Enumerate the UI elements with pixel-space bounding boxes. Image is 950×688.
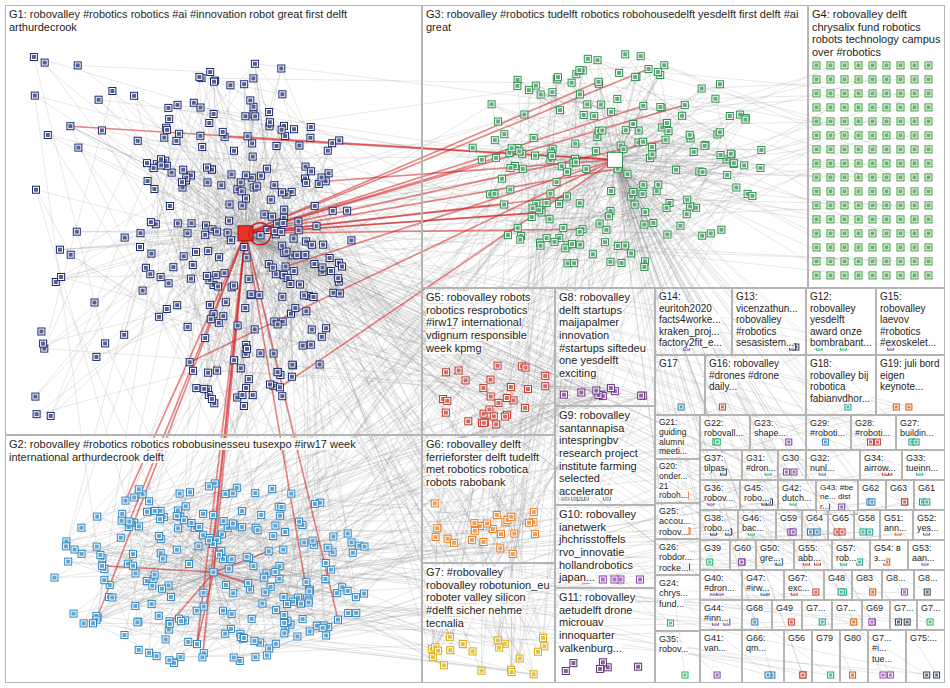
network-canvas: G1: robovalley #robotics robotics #ai #i… (0, 0, 950, 688)
